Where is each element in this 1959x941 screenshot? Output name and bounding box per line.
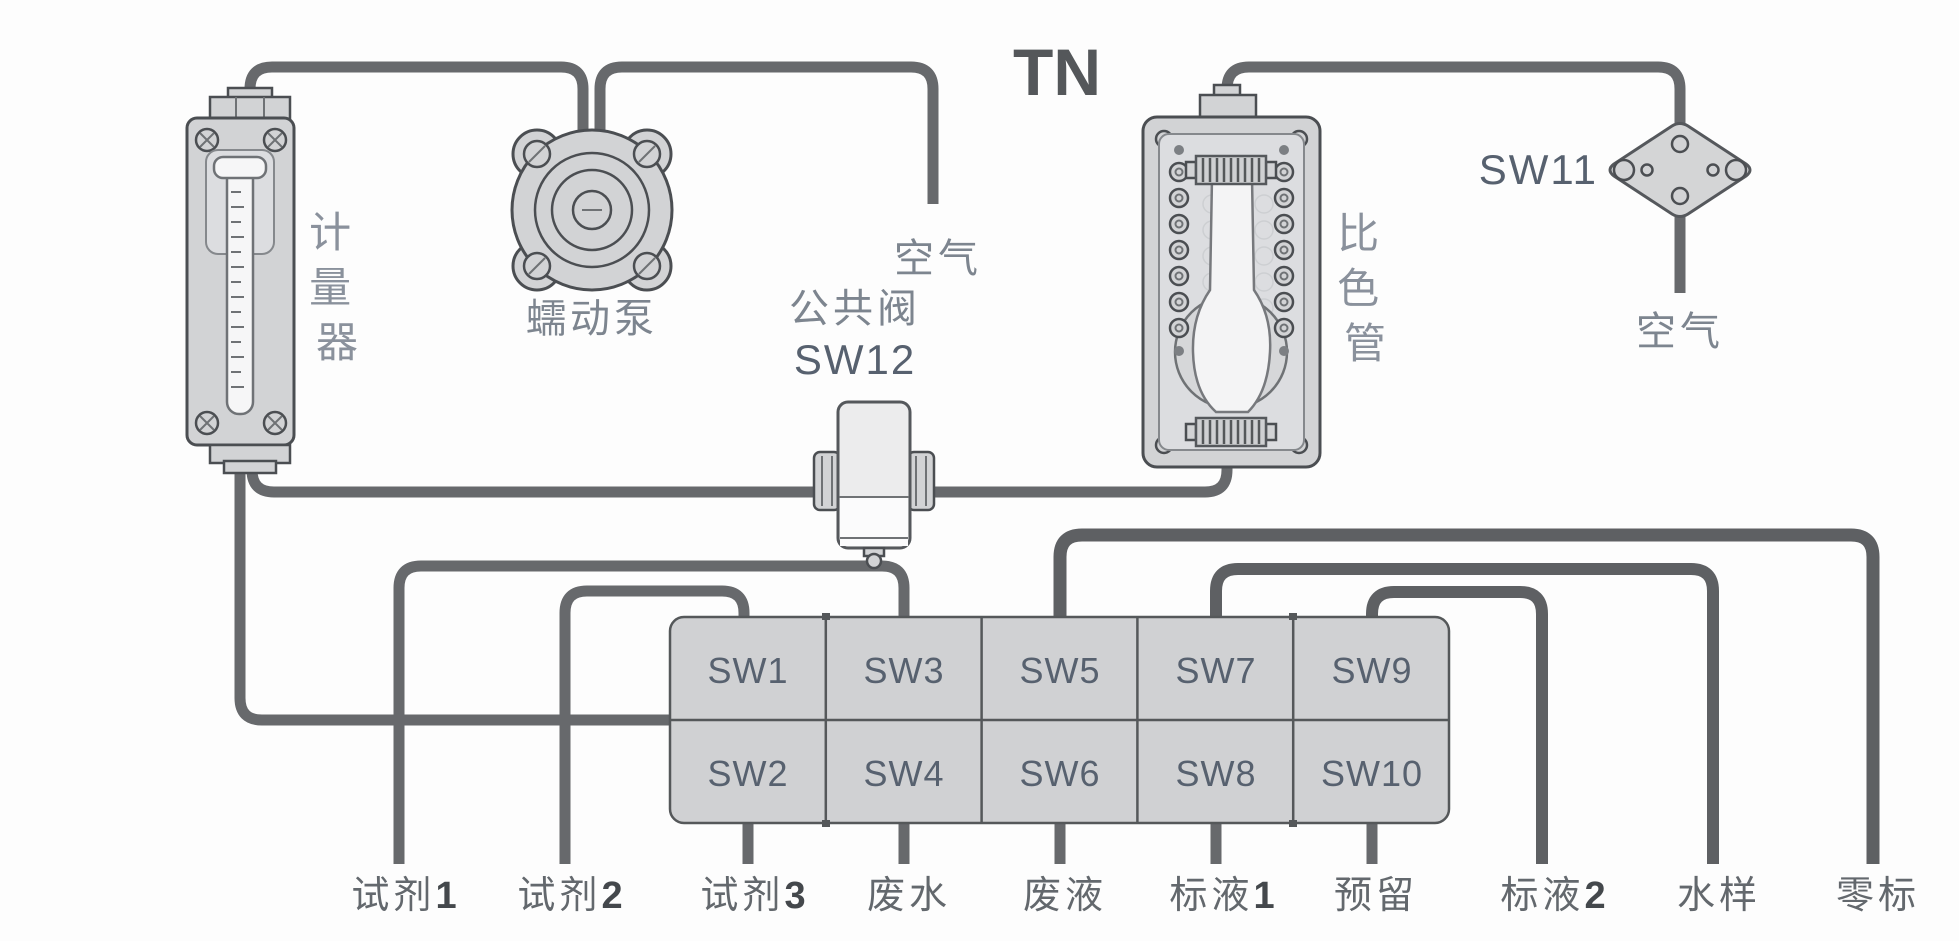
air-left-label: 空气 <box>894 237 982 281</box>
flow-meter-icon: 计 量 器 <box>185 86 367 475</box>
valve-ear-left <box>812 450 842 512</box>
flow-meter-top-nut <box>208 95 292 121</box>
tube-top-nut <box>1198 93 1258 121</box>
port-labels: 试剂1 试剂2 试剂3 废水 废液 标液1 预留 标液2 水样 零标 <box>351 875 1920 917</box>
common-valve-label-line1: 公共阀 <box>789 287 921 331</box>
valve-ear-lines <box>821 456 927 506</box>
valve-cell-sw6: SW6 <box>1019 753 1100 794</box>
pipe-tube-to-sw11-air <box>1221 61 1686 293</box>
pipe-reagent1-to-sw3 <box>393 560 910 864</box>
valve-cell-sw10: SW10 <box>1321 753 1423 794</box>
flow-meter-label: 计 量 器 <box>309 209 367 366</box>
tube-bottom-comb <box>1184 416 1278 448</box>
port-label-reserved: 预留 <box>1334 875 1418 917</box>
pipe-bank-outlet-stubs <box>742 818 1378 864</box>
pipe-meter-to-bank-manifold <box>234 455 674 726</box>
peristaltic-pump-icon: 蠕动泵 <box>510 128 674 341</box>
sw11-diamond-body <box>1608 122 1752 218</box>
port-label-wasteliquid: 废液 <box>1023 875 1107 917</box>
port-label-reagent1: 试剂1 <box>351 875 456 917</box>
flow-meter-top-nut-lines <box>235 97 265 119</box>
sw11-ports <box>1612 134 1748 206</box>
pipe-standard2-to-sw9 <box>1366 586 1548 864</box>
valve-cell-sw8: SW8 <box>1175 753 1256 794</box>
page-title: TN <box>1013 35 1101 109</box>
flow-meter-bottom-neck <box>222 459 278 475</box>
valve-cell-sw4: SW4 <box>863 753 944 794</box>
port-label-reagent3: 试剂3 <box>700 875 805 917</box>
valve-cell-sw3: SW3 <box>863 650 944 691</box>
valve-bank-grid <box>670 617 1449 823</box>
port-label-sample: 水样 <box>1677 875 1761 917</box>
flow-meter-tube <box>225 164 255 416</box>
port-label-zero: 零标 <box>1836 875 1920 917</box>
tube-led-circles-left <box>1168 161 1190 339</box>
valve-ear-right <box>906 450 936 512</box>
pipe-zero-to-sw5 <box>1053 528 1880 864</box>
valve-bank: SW1 SW3 SW5 SW7 SW9 SW2 SW4 SW6 SW8 SW10 <box>668 613 1451 827</box>
port-label-reagent2: 试剂2 <box>517 875 622 917</box>
colorimeter-tube-icon: 比 色 管 <box>1141 83 1395 469</box>
flow-meter-float-window <box>212 155 268 180</box>
valve-sw11-icon: SW11 <box>1479 122 1752 218</box>
pump-label: 蠕动泵 <box>526 297 658 341</box>
valve-nub-tip <box>865 552 883 570</box>
port-label-standard2: 标液2 <box>1500 875 1605 917</box>
common-valve-label-line2: SW12 <box>794 336 916 383</box>
valve-cell-sw7: SW7 <box>1175 650 1256 691</box>
tube-led-circles-right <box>1273 161 1295 339</box>
valve-cell-sw5: SW5 <box>1019 650 1100 691</box>
flow-meter-scale-ticks <box>231 191 244 388</box>
port-label-standard1: 标液1 <box>1169 875 1274 917</box>
valve-cell-sw2: SW2 <box>707 753 788 794</box>
valve-body-lines <box>839 496 909 539</box>
pipe-manifold-valve-to-tube <box>246 455 1233 498</box>
tube-inner-corner-dots <box>1174 145 1289 356</box>
pipe-sample-to-sw7 <box>1210 563 1719 864</box>
colorimeter-label: 比 色 管 <box>1337 210 1395 367</box>
sw11-label: SW11 <box>1479 146 1598 193</box>
tube-top-comb <box>1184 154 1278 186</box>
pipe-meter-to-pump <box>244 61 589 132</box>
pump-ear-screws <box>522 139 662 281</box>
port-label-wastewater: 废水 <box>867 875 951 917</box>
pipe-reagent2-to-sw1 <box>559 585 750 864</box>
air-right-label: 空气 <box>1636 310 1724 354</box>
valve-cell-sw9: SW9 <box>1331 650 1412 691</box>
pipes <box>234 61 1880 864</box>
common-valve-sw12-icon: 公共阀 SW12 <box>789 287 936 570</box>
pipe-pump-to-air-left <box>594 61 939 204</box>
valve-cell-sw1: SW1 <box>707 650 788 691</box>
flow-meter-screws <box>194 127 288 436</box>
